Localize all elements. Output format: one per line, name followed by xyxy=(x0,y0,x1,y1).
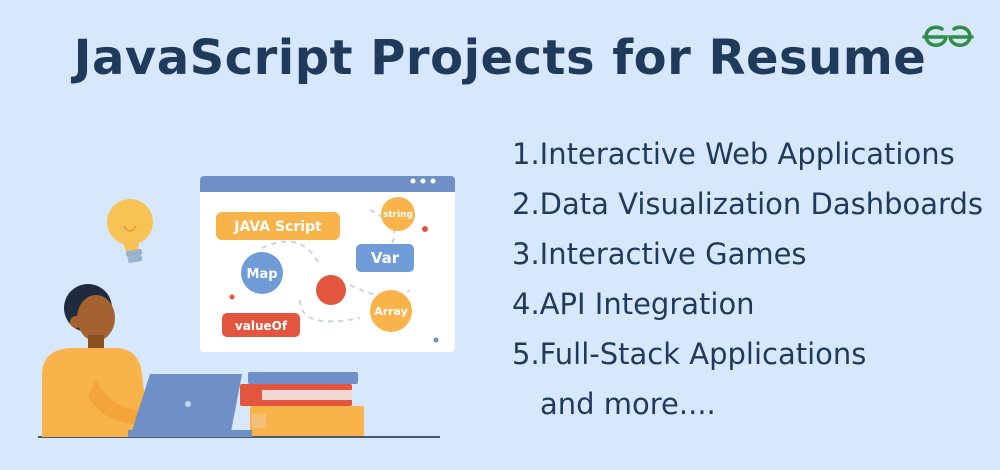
label-string: string xyxy=(383,210,413,220)
code-window: JAVA Script string Map Var valueOf Array xyxy=(200,176,455,352)
label-array: Array xyxy=(374,305,408,318)
list-item: 4.API Integration xyxy=(512,287,755,321)
list-item: 2.Data Visualization Dashboards xyxy=(512,187,983,221)
label-valueof: valueOf xyxy=(235,319,288,333)
laptop-icon xyxy=(128,374,252,437)
label-map: Map xyxy=(246,267,277,282)
list-more: and more.... xyxy=(540,387,716,421)
label-var: Var xyxy=(371,249,400,267)
label-javascript: JAVA Script xyxy=(233,219,322,235)
list-item: 5.Full-Stack Applications xyxy=(512,337,867,371)
lightbulb-icon xyxy=(107,199,153,263)
list-item: 3.Interactive Games xyxy=(512,237,807,271)
books-icon xyxy=(240,372,364,436)
list-item: 1.Interactive Web Applications xyxy=(512,137,955,171)
project-list: 1.Interactive Web Applications 2.Data Vi… xyxy=(512,132,983,432)
person-illustration xyxy=(42,284,160,437)
gfg-logo xyxy=(922,25,974,47)
page-title: JavaScript Projects for Resume xyxy=(73,30,927,86)
